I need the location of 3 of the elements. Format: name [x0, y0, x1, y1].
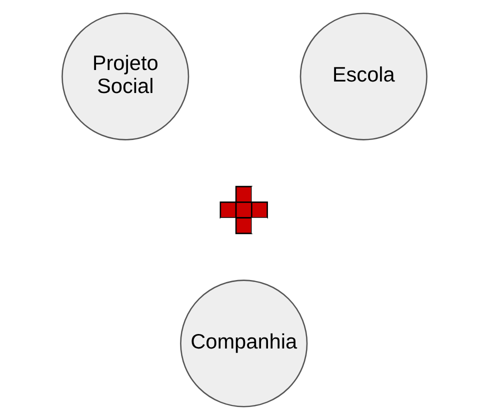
node-circle: Projeto Social	[62, 12, 190, 140]
node-circle: Escola	[300, 12, 428, 140]
node-circle: Companhia	[180, 280, 308, 408]
